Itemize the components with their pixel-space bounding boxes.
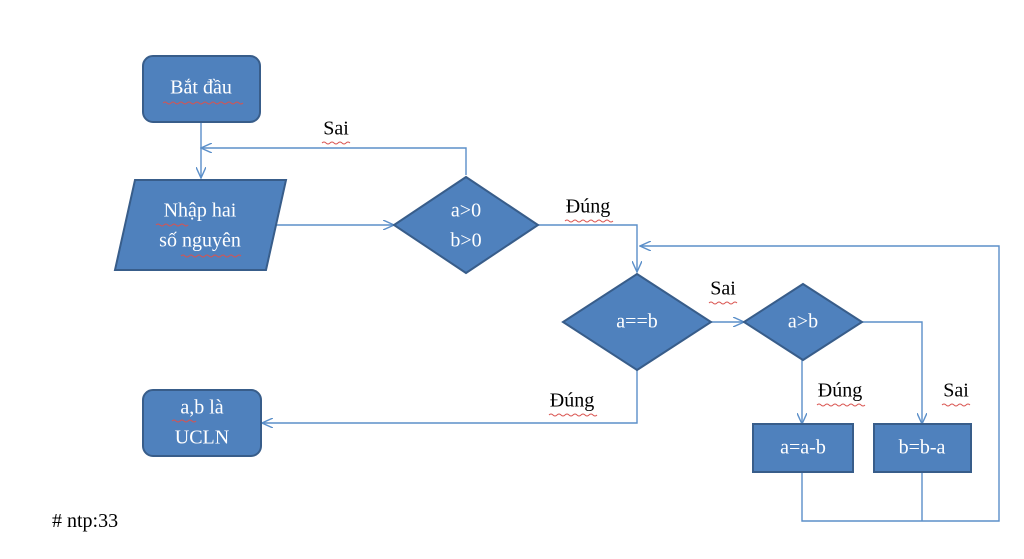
result-node-label-line2: UCLN bbox=[175, 427, 229, 449]
result-node-label-line1: a,b là bbox=[180, 397, 223, 419]
edge-check-greater-false bbox=[862, 321, 922, 424]
start-node: Bắt đầu bbox=[142, 55, 261, 123]
check-positive-label-line2: b>0 bbox=[450, 230, 481, 252]
edge-check-positive-true bbox=[538, 224, 637, 272]
edge-label-greater-false: Sai bbox=[943, 380, 969, 402]
edge-loop-back bbox=[640, 246, 1000, 522]
check-positive-node: a>0 b>0 bbox=[392, 175, 540, 275]
input-node-label-line1: Nhập hai bbox=[164, 200, 237, 222]
check-positive-label-line1: a>0 bbox=[451, 200, 481, 222]
start-node-label: Bắt đầu bbox=[170, 77, 232, 99]
subtract-b-node: b=b-a bbox=[873, 423, 972, 473]
subtract-a-label: a=a-b bbox=[780, 437, 826, 459]
connectors bbox=[201, 122, 1000, 522]
subtract-b-label: b=b-a bbox=[899, 437, 946, 459]
edge-label-positive-true: Đúng bbox=[566, 196, 610, 218]
input-node-label-line2: số nguyên bbox=[159, 230, 241, 252]
edge-label-positive-false: Sai bbox=[323, 118, 349, 140]
edge-labels: Sai Đúng Sai Đúng Đúng Sai bbox=[321, 118, 971, 417]
footnote: # ntp:33 bbox=[52, 510, 119, 532]
input-node: Nhập hai số nguyên bbox=[113, 179, 288, 271]
edge-check-positive-false-loop bbox=[201, 148, 467, 175]
edge-label-equal-true: Đúng bbox=[550, 390, 594, 412]
subtract-a-node: a=a-b bbox=[752, 423, 854, 473]
edge-label-equal-false: Sai bbox=[710, 278, 736, 300]
check-greater-node: a>b bbox=[742, 282, 864, 362]
edge-label-greater-true: Đúng bbox=[818, 380, 862, 402]
check-equal-node: a==b bbox=[561, 272, 713, 372]
result-node: a,b là UCLN bbox=[142, 389, 262, 457]
check-equal-label: a==b bbox=[616, 311, 657, 333]
check-greater-label: a>b bbox=[788, 311, 818, 333]
edge-check-equal-true bbox=[262, 370, 638, 423]
